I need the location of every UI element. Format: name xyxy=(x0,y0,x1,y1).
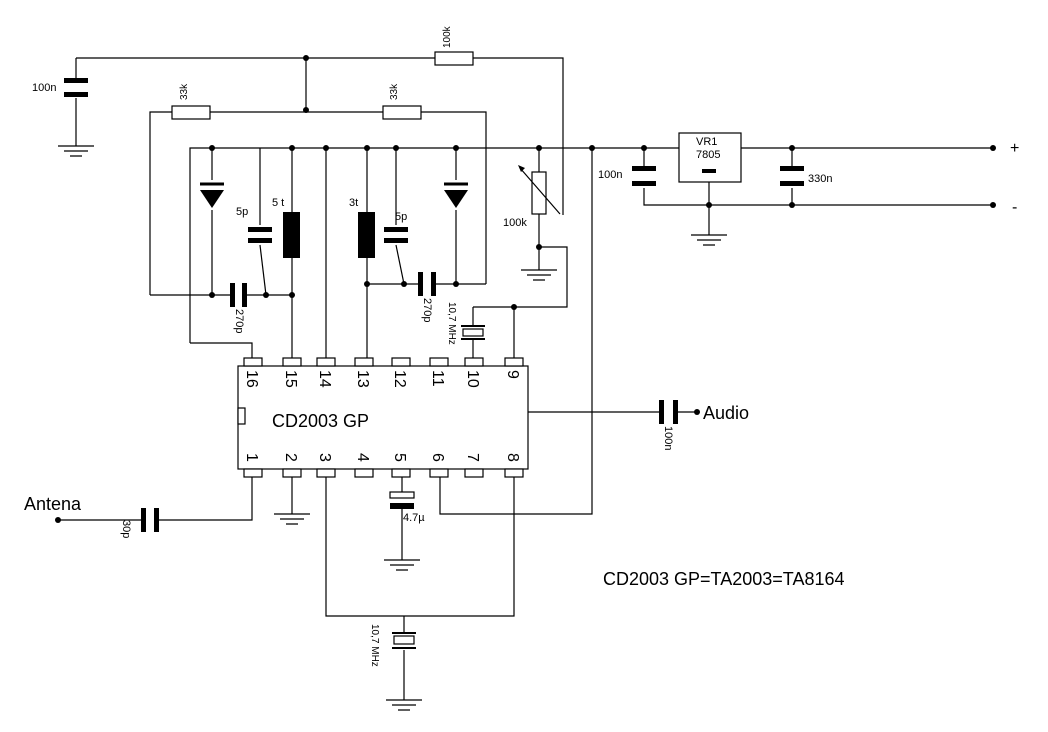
capacitor-label: 330n xyxy=(808,173,832,185)
ground-symbol-crystal xyxy=(386,699,422,711)
resistor-label: 33k xyxy=(389,83,400,100)
capacitor-30p-antenna: 30p xyxy=(120,508,159,538)
pin-number: 1 xyxy=(243,453,260,462)
pin-number: 11 xyxy=(429,370,446,387)
pin-number: 2 xyxy=(282,453,299,462)
coil-label: 5 t xyxy=(272,197,284,209)
capacitor-100n-audio: 100n xyxy=(659,400,678,450)
pin-number: 16 xyxy=(243,370,260,388)
ground-symbol-regulator xyxy=(691,234,727,246)
ic-bottom-pins: 1 2 3 4 5 6 7 8 xyxy=(243,453,524,478)
junction-dots xyxy=(55,55,996,523)
capacitor-label: 100n xyxy=(598,169,622,181)
pin-number: 10 xyxy=(464,370,481,388)
capacitor-100n-top-left: 100n xyxy=(32,78,88,97)
capacitor-4-7u-pin5: 4.7µ xyxy=(389,491,425,524)
minus-terminal-label: - xyxy=(1012,199,1017,216)
voltage-regulator-7805: VR1 7805 xyxy=(678,132,742,183)
pin-number: 3 xyxy=(316,453,333,462)
pin-number: 9 xyxy=(504,370,521,379)
coil-5t: 5 t xyxy=(272,197,300,258)
ground-symbol-pin2 xyxy=(274,513,310,525)
pin-number: 13 xyxy=(354,370,371,388)
capacitor-label: 100n xyxy=(32,82,56,94)
ic-equivalence-note: CD2003 GP=TA2003=TA8164 xyxy=(603,569,845,589)
capacitor-5p-right: 5p xyxy=(384,211,408,243)
plus-terminal-label: + xyxy=(1010,140,1019,157)
pin-number: 12 xyxy=(391,370,408,388)
ground-symbol-top-left xyxy=(58,145,94,157)
varicap-diode-left xyxy=(200,182,224,208)
capacitor-label: 100n xyxy=(662,426,674,450)
resistor-label: 100k xyxy=(442,25,453,48)
capacitor-label: 270p xyxy=(421,298,433,322)
audio-output-label: Audio xyxy=(703,403,749,423)
pot-label: 100k xyxy=(503,217,527,229)
capacitor-270p-left: 270p xyxy=(230,283,247,333)
potentiometer-100k: 100k xyxy=(503,165,561,229)
pin-number: 7 xyxy=(464,453,481,462)
crystal-label: 10,7 MHz xyxy=(369,624,380,667)
pin-number: 5 xyxy=(391,453,408,462)
resistor-label: 33k xyxy=(179,83,190,100)
ic-top-pins: 16 15 14 13 12 11 10 9 xyxy=(243,357,524,388)
resistor-100k-top: 100k xyxy=(434,25,474,66)
coil-3t: 3t xyxy=(349,197,375,258)
regulator-name: VR1 xyxy=(696,136,717,148)
resistor-33k-left: 33k xyxy=(171,83,211,120)
pin-number: 4 xyxy=(354,453,371,462)
pin-number: 8 xyxy=(504,453,521,462)
crystal-label: 10,7 MHz xyxy=(446,302,457,345)
antenna-label: Antena xyxy=(24,494,82,514)
capacitor-label: 5p xyxy=(395,211,407,223)
capacitor-label: 30p xyxy=(120,520,132,538)
ground-symbol-pot xyxy=(521,269,557,281)
pin-number: 15 xyxy=(282,370,299,388)
crystal-10-7mhz-top: 10,7 MHz xyxy=(446,302,485,345)
capacitor-label: 5p xyxy=(236,206,248,218)
ic-name: CD2003 GP xyxy=(272,411,369,431)
ic-cd2003gp: CD2003 GP 16 15 14 13 12 11 10 9 xyxy=(237,357,529,478)
wires xyxy=(58,57,993,700)
pin-number: 6 xyxy=(429,453,446,462)
regulator-part: 7805 xyxy=(696,149,720,161)
capacitor-270p-right: 270p xyxy=(418,272,436,322)
crystal-10-7mhz-bottom: 10,7 MHz xyxy=(369,624,416,667)
capacitor-label: 4.7µ xyxy=(403,512,425,524)
capacitor-100n-regulator-in: 100n xyxy=(598,166,656,186)
capacitor-label: 270p xyxy=(233,309,245,333)
varicap-diode-right xyxy=(444,182,468,208)
capacitor-5p-left: 5p xyxy=(236,206,272,243)
coil-label: 3t xyxy=(349,197,358,209)
ground-symbol-pin5 xyxy=(384,559,420,571)
capacitor-330n: 330n xyxy=(780,166,832,186)
resistor-33k-right: 33k xyxy=(382,83,422,120)
pin-number: 14 xyxy=(316,370,333,388)
